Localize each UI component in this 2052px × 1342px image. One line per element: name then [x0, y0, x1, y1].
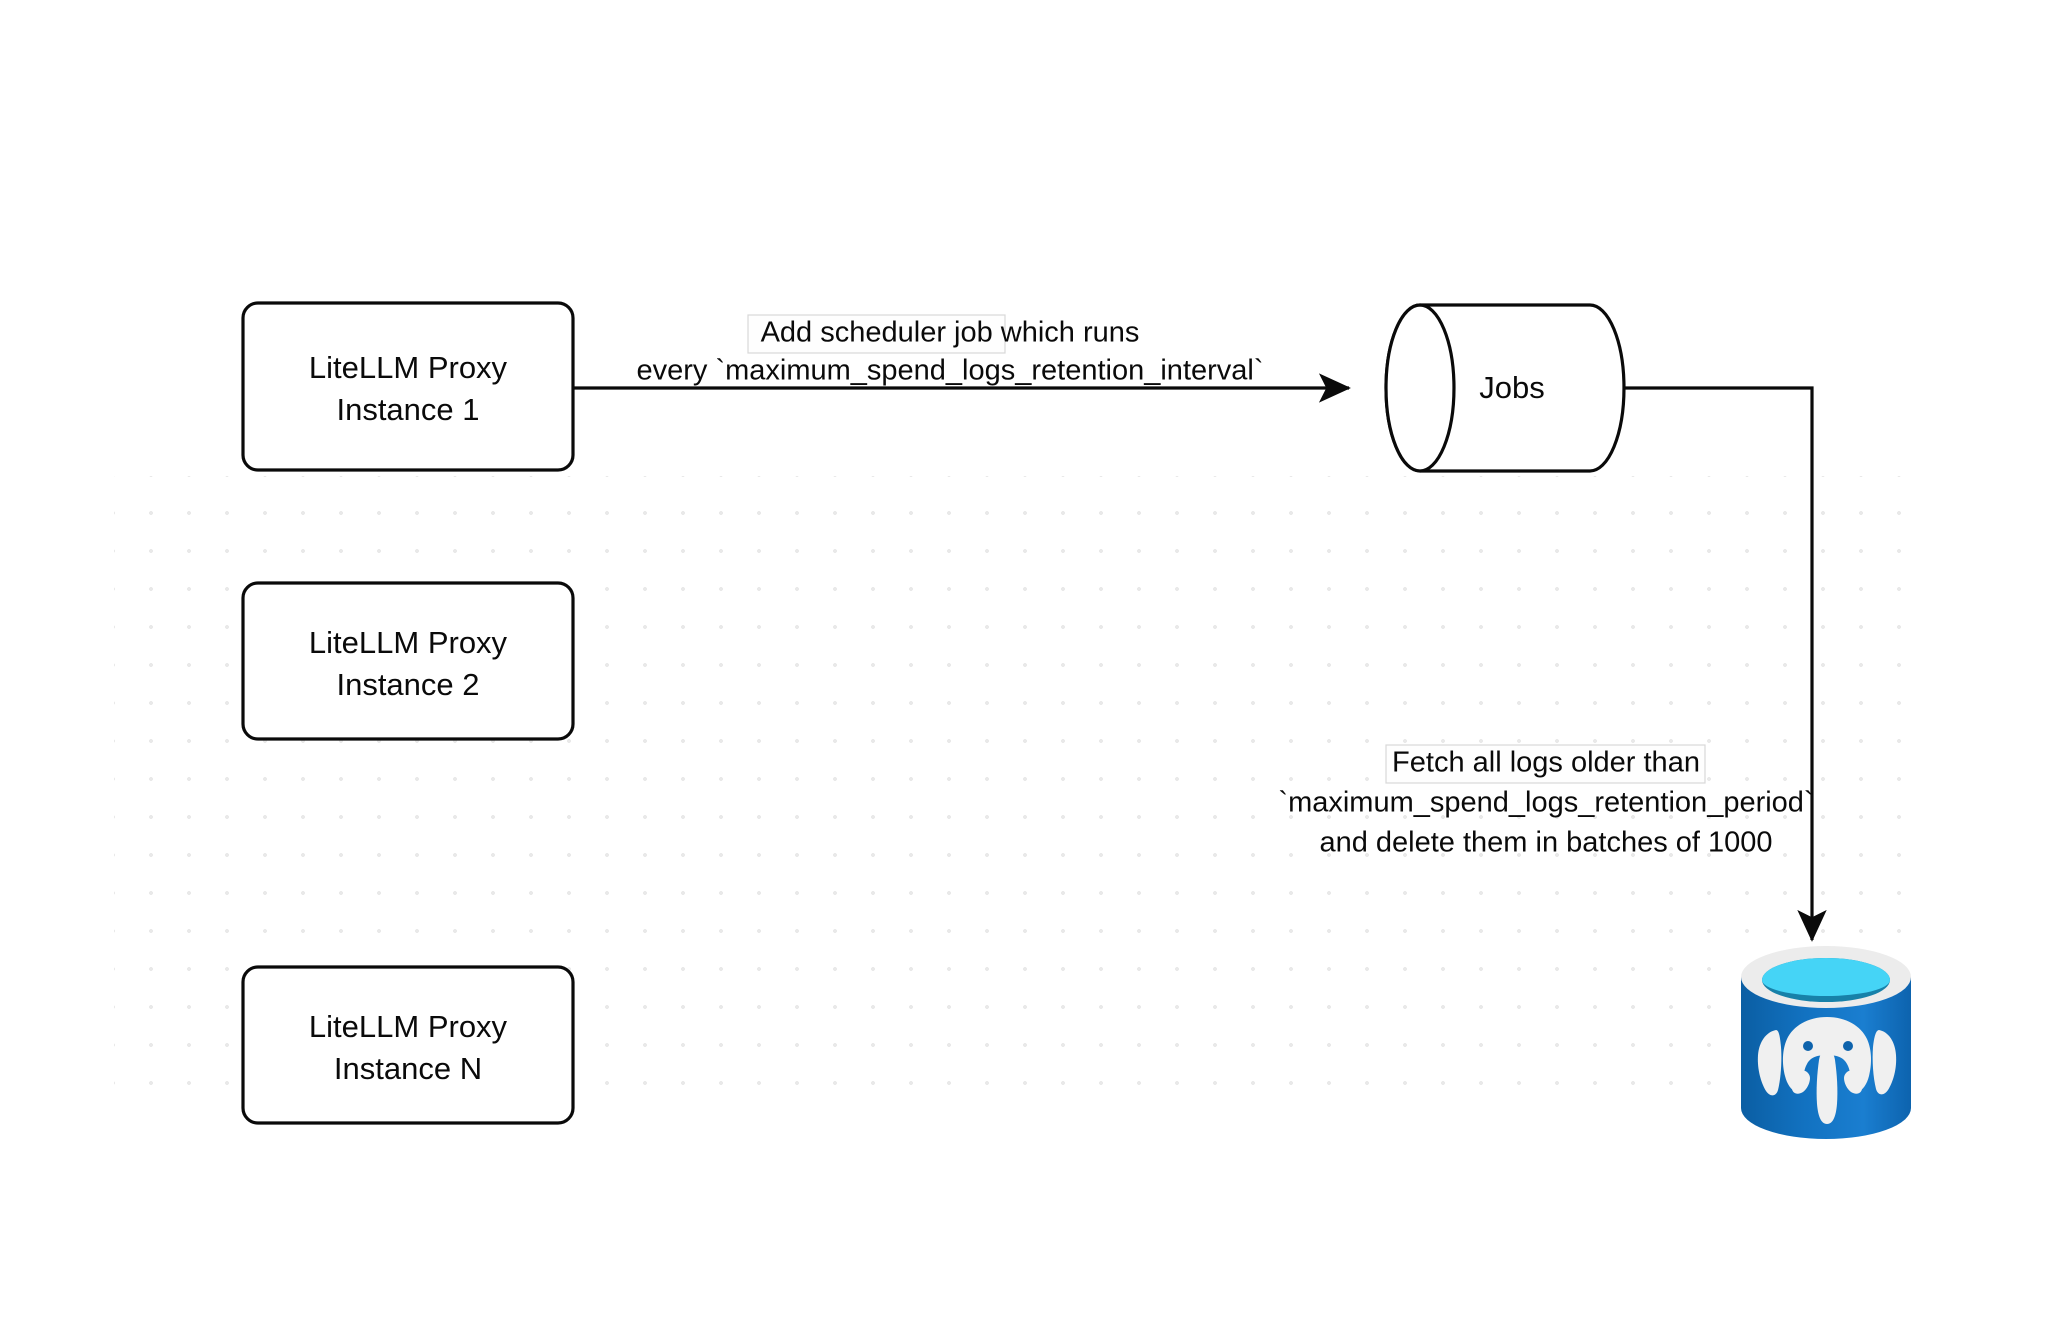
node-instance-2-label-line-2: Instance 2 [336, 667, 479, 702]
node-instance-2-label-line-1: LiteLLM Proxy [309, 625, 508, 660]
edge-scheduler-label-line-1: Add scheduler job which runs [761, 317, 1140, 349]
node-instance-1[interactable]: LiteLLM Proxy Instance 1 [241, 301, 575, 472]
edge-scheduler-label-line-2: every `maximum_spend_logs_retention_inte… [636, 355, 1263, 387]
postgres-elephant-icon [1757, 1017, 1897, 1124]
edge-scheduler: Add scheduler job which runs every `maxi… [573, 314, 1351, 403]
node-jobs-label: Jobs [1479, 370, 1544, 405]
node-instance-1-box[interactable] [241, 301, 575, 472]
node-instance-1-label-line-2: Instance 1 [336, 392, 479, 427]
edge-delete: Fetch all logs older than `maximum_spend… [1278, 386, 1827, 942]
node-jobs[interactable]: Jobs [1384, 303, 1626, 473]
edge-delete-label-highlight [1385, 744, 1706, 784]
node-instance-n-label-line-2: Instance N [334, 1051, 482, 1086]
edge-delete-label-line-1: Fetch all logs older than [1392, 747, 1700, 779]
node-instance-2-box[interactable] [241, 581, 575, 741]
postgresql-database-icon[interactable] [1741, 946, 1911, 1139]
edge-delete-label-line-3: and delete them in batches of 1000 [1319, 827, 1772, 859]
node-jobs-cylinder-cap [1384, 303, 1456, 473]
node-instance-n-box[interactable] [241, 965, 575, 1125]
node-instance-n[interactable]: LiteLLM Proxy Instance N [241, 965, 575, 1125]
edge-scheduler-label-highlight [747, 314, 1006, 354]
edge-delete-line [1590, 386, 1827, 942]
postgres-well-cyan [1762, 958, 1890, 996]
node-instance-1-label-line-1: LiteLLM Proxy [309, 350, 508, 385]
node-instance-n-label-line-1: LiteLLM Proxy [309, 1009, 508, 1044]
node-instance-2[interactable]: LiteLLM Proxy Instance 2 [241, 581, 575, 741]
edge-delete-label-line-2: `maximum_spend_logs_retention_period` [1278, 787, 1813, 819]
